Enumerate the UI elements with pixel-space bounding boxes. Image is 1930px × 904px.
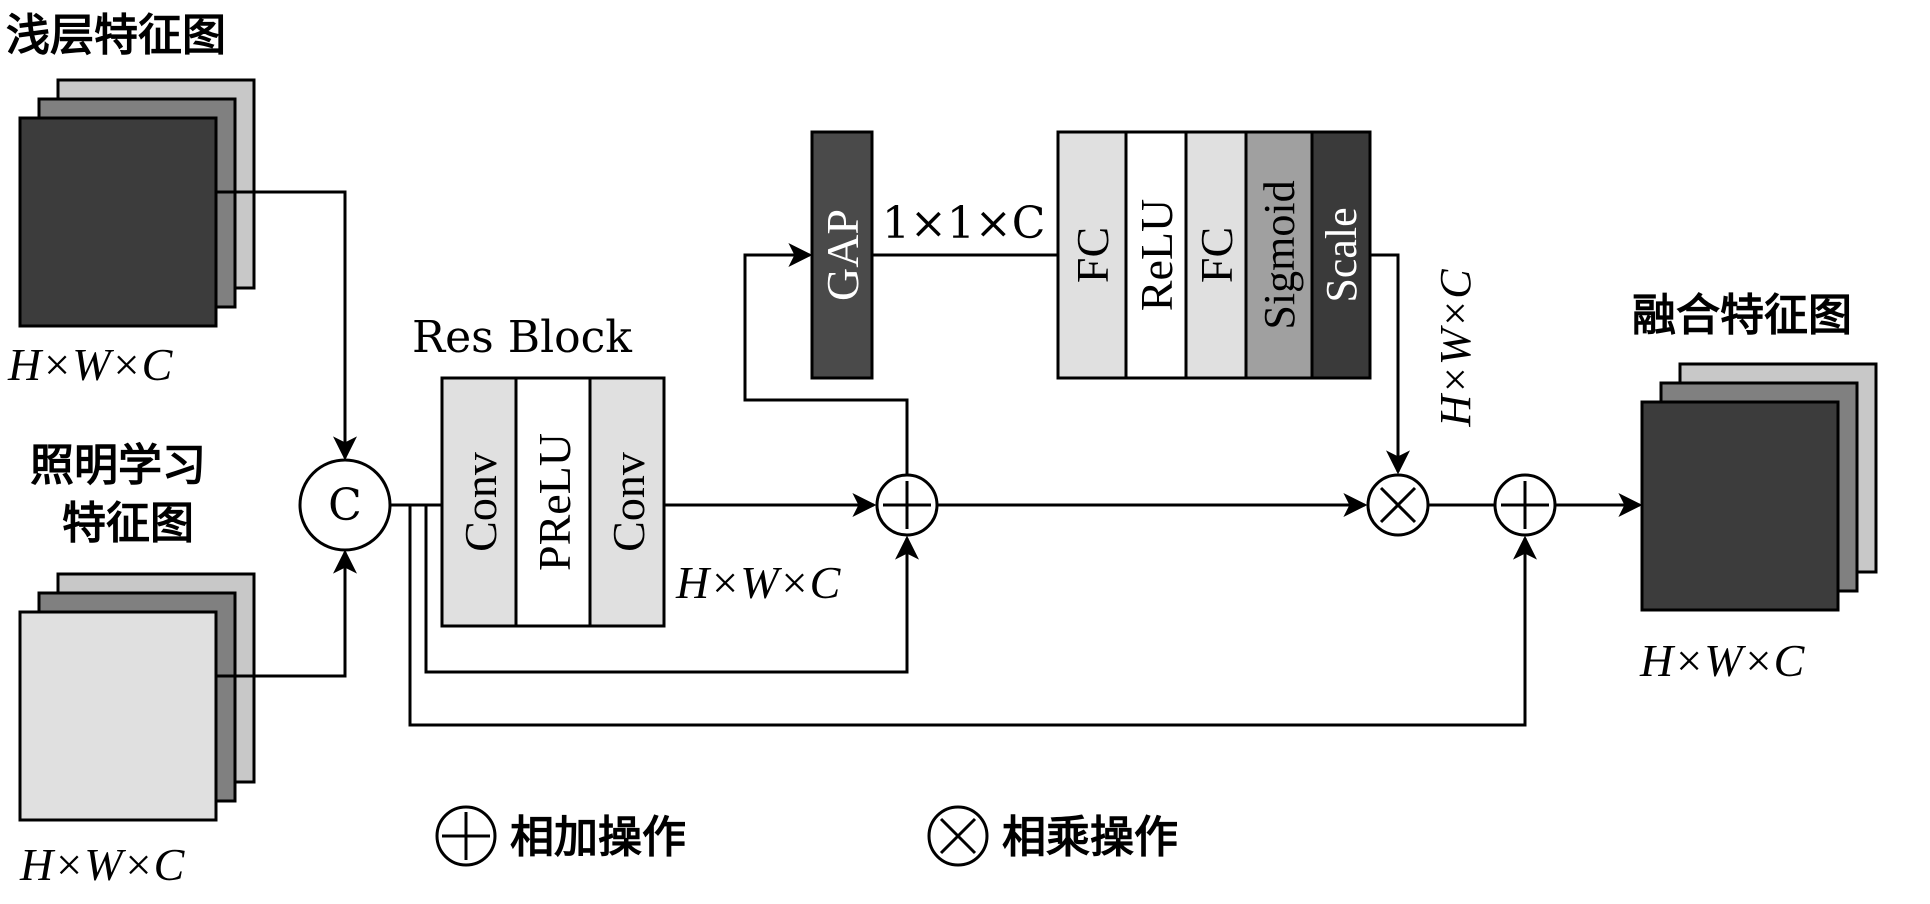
gap-block: GAP (810, 130, 874, 380)
illum-feature-dims: H×W×C (19, 839, 186, 890)
illum-feature-title-2: 特征图 (62, 498, 194, 549)
gap-label: GAP (817, 209, 868, 301)
edge-scale-to-mul (1370, 253, 1410, 475)
res-layer-conv-2: Conv (603, 452, 654, 552)
concat-node: C (298, 458, 392, 552)
attn-layer-relu: ReLU (1131, 199, 1182, 311)
res-block: Conv PReLU Conv (440, 376, 666, 628)
legend-add-icon (435, 805, 497, 867)
legend-multiply-icon (927, 805, 989, 867)
attn-layer-fc-1: FC (1067, 227, 1118, 283)
attention-stack: FC ReLU FC Sigmoid Scale (1056, 130, 1372, 380)
connectors (216, 190, 1643, 727)
shallow-feature-title: 浅层特征图 (6, 10, 226, 61)
attn-layer-fc-2: FC (1191, 227, 1242, 283)
add-node-1 (875, 473, 939, 537)
attn-layer-sigmoid: Sigmoid (1255, 180, 1304, 329)
edge-global-skip (408, 505, 1537, 727)
res-block-dims: H×W×C (675, 557, 842, 608)
attention-out-dims: H×W×C (1431, 269, 1480, 428)
illum-feature-title-1: 照明学习 (30, 440, 206, 491)
legend-add-label: 相加操作 (510, 812, 686, 863)
edge-illum-to-concat (216, 549, 357, 678)
edge-add1-to-gap (743, 243, 909, 475)
attn-layer-scale: Scale (1317, 207, 1366, 302)
illum-feature-stack (18, 572, 256, 822)
legend: 相加操作 相乘操作 (435, 805, 1178, 867)
res-layer-conv-1: Conv (455, 452, 506, 552)
shallow-feature-dims: H×W×C (7, 339, 174, 390)
gap-out-dims: 1×1×C (882, 198, 1045, 249)
output-feature-dims: H×W×C (1639, 635, 1806, 686)
shallow-feature-stack (18, 78, 256, 328)
output-feature-stack (1640, 362, 1878, 612)
legend-mul-label: 相乘操作 (1002, 812, 1178, 863)
output-feature-title: 融合特征图 (1632, 290, 1852, 341)
res-block-title: Res Block (412, 312, 632, 363)
edge-shallow-to-concat (216, 190, 357, 461)
multiply-node (1366, 473, 1430, 537)
res-layer-prelu: PReLU (529, 433, 580, 571)
concat-symbol: C (328, 480, 362, 531)
edge-res-skip (424, 505, 919, 674)
add-node-2 (1493, 473, 1557, 537)
